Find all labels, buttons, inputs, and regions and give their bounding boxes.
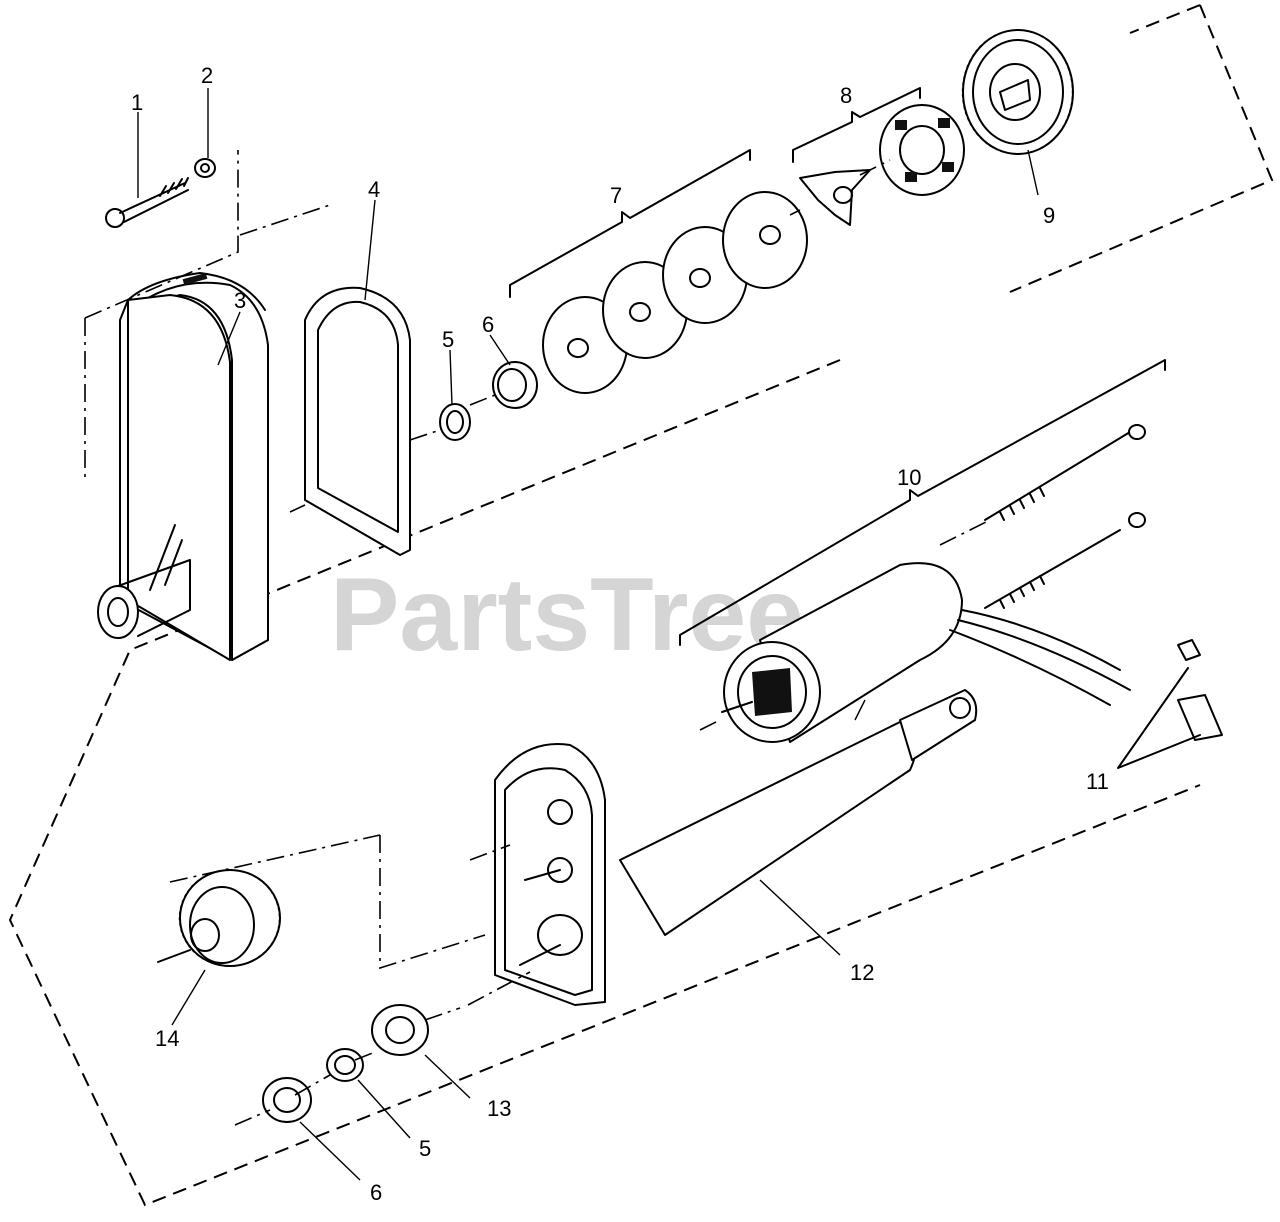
callout-3: 3 [234, 288, 246, 313]
housing-guide-line [84, 150, 239, 480]
part-14-gear [157, 869, 281, 967]
part-10-bracket [679, 359, 1166, 646]
callout-8: 8 [840, 83, 852, 108]
callout-12: 12 [850, 960, 874, 985]
part-2-nut [194, 158, 216, 178]
part-6-bushing-upper [492, 361, 538, 409]
callout-10: 10 [897, 465, 921, 490]
part-5-retaining-ring-lower [326, 1048, 364, 1082]
callout-6-upper: 6 [482, 312, 494, 337]
part-10-motor [721, 424, 1146, 743]
part-11-connectors [1117, 639, 1223, 769]
part-6-bushing-lower [262, 1077, 312, 1123]
callout-5-lower: 5 [419, 1136, 431, 1161]
part-5-retaining-ring-upper [439, 403, 471, 441]
watermark: PartsTree [330, 557, 804, 673]
part-12-actuator [494, 689, 978, 1006]
part-7-clutch-discs [542, 191, 808, 394]
callout-11: 11 [1086, 769, 1109, 794]
part-1-screw [105, 177, 189, 228]
callout-5-upper: 5 [442, 327, 454, 352]
leader-lines [137, 88, 1039, 1181]
part-4-gasket [304, 286, 411, 556]
part-9-gear [961, 29, 1074, 155]
axis-lines [234, 159, 991, 1126]
callout-2: 2 [201, 63, 213, 88]
lower-guide-line [169, 834, 486, 970]
callout-9: 9 [1043, 203, 1055, 228]
part-8-bracket [792, 87, 921, 163]
callout-6-lower: 6 [370, 1180, 382, 1205]
part-7-bracket [509, 149, 751, 298]
part-13-washer [371, 1004, 429, 1056]
callout-4: 4 [368, 177, 380, 202]
callout-7: 7 [610, 183, 622, 208]
part-8-coupler [799, 104, 965, 226]
callout-1: 1 [131, 90, 143, 115]
part-3-gear-housing [97, 272, 269, 661]
callout-13: 13 [487, 1096, 511, 1121]
assembly-boundary [8, 4, 1274, 1207]
callout-14: 14 [155, 1026, 179, 1051]
